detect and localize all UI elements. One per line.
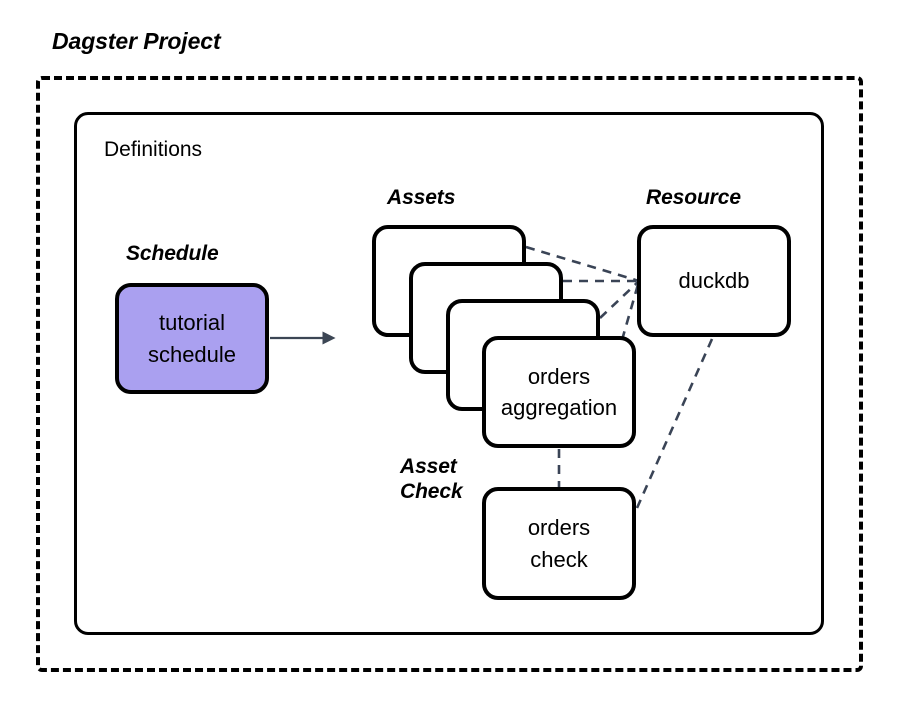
project-title: Dagster Project: [52, 28, 221, 54]
asset-check-group-label: Asset Check: [400, 455, 463, 503]
node-orders-aggregation[interactable]: orders aggregation: [482, 336, 636, 448]
node-tutorial-schedule[interactable]: tutorial schedule: [115, 283, 269, 394]
resource-group-label: Resource: [646, 186, 741, 209]
node-orders-check[interactable]: orders check: [482, 487, 636, 600]
project-boundary: [36, 76, 863, 672]
definitions-label: Definitions: [104, 138, 203, 161]
node-duckdb[interactable]: duckdb: [637, 225, 791, 337]
schedule-group-label: Schedule: [126, 242, 219, 265]
assets-group-label: Assets: [387, 186, 456, 209]
